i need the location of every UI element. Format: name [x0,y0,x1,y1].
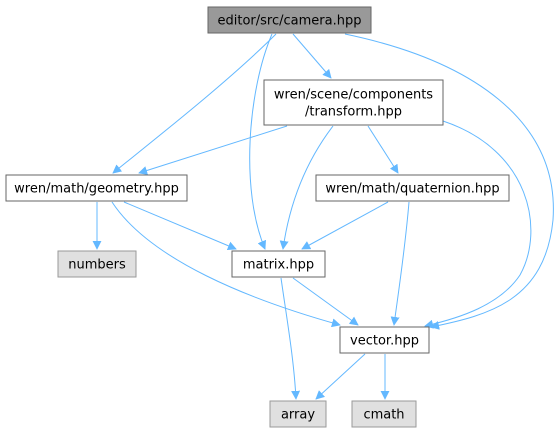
node-quaternion[interactable]: wren/math/quaternion.hpp [315,174,510,202]
node-label-array: array [281,408,315,423]
node-label-camera: editor/src/camera.hpp [218,14,362,29]
node-label-transform: wren/scene/components [274,88,433,103]
node-matrix[interactable]: matrix.hpp [231,250,326,278]
node-box-quaternion [315,174,510,202]
node-box-matrix [231,250,326,278]
node-transform[interactable]: wren/scene/components/transform.hpp [263,79,444,126]
node-label-numbers: numbers [68,258,126,273]
node-label-vector: vector.hpp [350,334,419,349]
edge-transform-to-geometry [138,125,288,175]
node-label-matrix: matrix.hpp [243,258,314,273]
edge-camera-to-vector [344,33,554,330]
node-label-cmath: cmath [363,408,404,423]
node-label-geometry: wren/math/geometry.hpp [14,182,179,197]
edge-matrix-to-vector [292,277,359,326]
node-vector[interactable]: vector.hpp [339,326,430,354]
node-label-quaternion: wren/math/quaternion.hpp [325,182,499,197]
edge-transform-to-quaternion [367,125,399,174]
node-label-transform: /transform.hpp [305,105,402,120]
edge-transform-to-vector [424,120,532,329]
node-box-geometry [5,174,188,202]
edge-transform-to-matrix [279,125,334,250]
edge-matrix-to-array [280,277,301,400]
node-camera[interactable]: editor/src/camera.hpp [207,6,372,34]
node-numbers: numbers [57,250,137,278]
edge-quaternion-to-vector [390,201,410,326]
node-array: array [269,400,327,428]
node-geometry[interactable]: wren/math/geometry.hpp [5,174,188,202]
edge-layer [92,33,554,400]
node-box-numbers [57,250,137,278]
node-cmath: cmath [351,400,417,428]
edge-quaternion-to-matrix [301,201,389,250]
node-layer: editor/src/camera.hpp wren/scene/componen… [5,6,510,428]
node-box-cmath [351,400,417,428]
edge-camera-to-geometry [112,33,277,174]
node-box-camera [207,6,372,34]
edge-geometry-to-matrix [123,201,237,251]
node-box-transform [263,79,444,126]
edge-camera-to-transform [292,33,332,79]
node-box-array [269,400,327,428]
node-box-vector [339,326,430,354]
edge-camera-to-matrix [249,33,273,250]
edge-vector-to-array [315,353,366,400]
edge-geometry-to-vector [111,201,341,328]
